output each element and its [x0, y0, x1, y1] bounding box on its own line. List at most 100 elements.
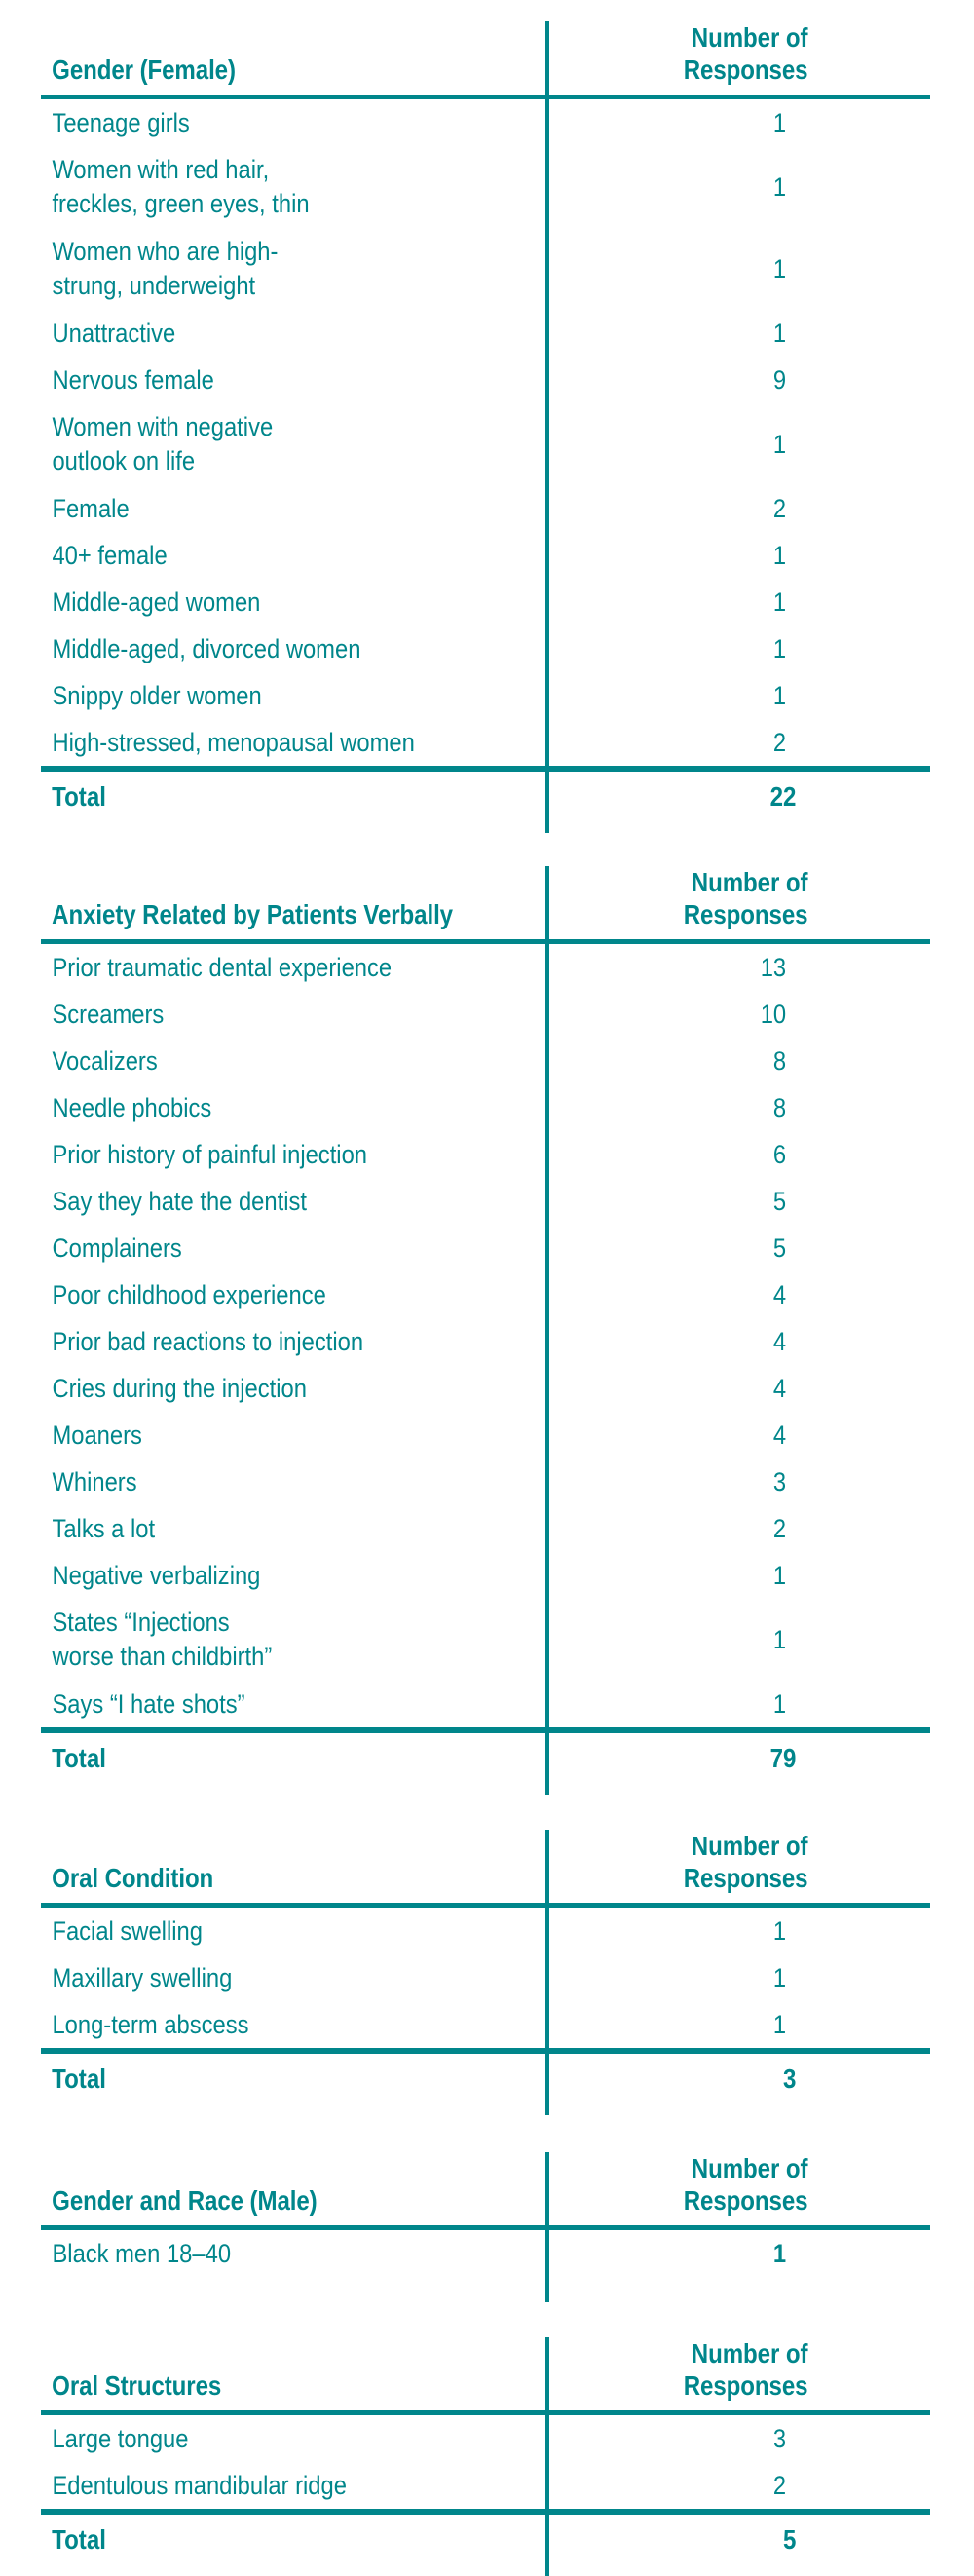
table-row: Says “I hate shots” 1 — [41, 1681, 930, 1727]
header-rule — [41, 2225, 930, 2230]
table-row: Nervous female 9 — [41, 357, 930, 403]
table-row: Moaners 4 — [41, 1412, 930, 1458]
document-page: Gender (Female) Number of Responses Teen… — [0, 21, 974, 2576]
row-value: 1 — [772, 172, 787, 202]
row-label: Female — [52, 494, 130, 523]
row-value: 2 — [772, 494, 787, 523]
column-header-category: Oral Condition — [52, 1863, 214, 1893]
row-value: 2 — [772, 1514, 787, 1543]
table-row: Screamers 10 — [41, 991, 930, 1038]
row-value: 5 — [772, 1187, 787, 1216]
table-total-row: Total 22 — [41, 772, 930, 833]
column-header-category: Gender (Female) — [52, 55, 236, 85]
column-divider — [545, 2337, 549, 2576]
total-rule — [41, 766, 930, 772]
column-header-category: Anxiety Related by Patients Verbally — [52, 899, 453, 929]
table-row: Long-term abscess 1 — [41, 2001, 930, 2048]
row-value: 1 — [772, 541, 787, 570]
column-header-responses: Number of Responses — [683, 867, 808, 929]
row-label: Negative verbalizing — [52, 1561, 261, 1590]
table-anxiety-related: Anxiety Related by Patients Verbally Num… — [41, 866, 930, 1795]
table-row: Whiners 3 — [41, 1458, 930, 1505]
table-bottom-spacer — [41, 2277, 930, 2302]
row-label: Large tongue — [52, 2424, 189, 2453]
table-row: Negative verbalizing 1 — [41, 1552, 930, 1599]
row-label: Prior traumatic dental experience — [52, 953, 393, 982]
total-value: 22 — [769, 781, 797, 812]
table-row: Poor childhood experience 4 — [41, 1271, 930, 1318]
table-header-row: Anxiety Related by Patients Verbally Num… — [41, 866, 930, 939]
total-value: 79 — [769, 1743, 797, 1773]
row-value: 1 — [772, 1689, 787, 1719]
table-header-row: Gender and Race (Male) Number of Respons… — [41, 2152, 930, 2225]
table-gender-and-race-male: Gender and Race (Male) Number of Respons… — [41, 2152, 930, 2302]
total-value: 5 — [783, 2524, 797, 2555]
column-header-responses: Number of Responses — [683, 1831, 808, 1893]
row-label: Women who are high- strung, underweight — [52, 237, 279, 300]
row-value: 1 — [772, 2010, 787, 2039]
table-header-row: Gender (Female) Number of Responses — [41, 21, 930, 95]
table-row: Needle phobics 8 — [41, 1084, 930, 1131]
row-label: High-stressed, menopausal women — [52, 728, 415, 757]
row-label: Middle-aged women — [52, 587, 261, 617]
column-header-category: Oral Structures — [52, 2370, 222, 2401]
table-total-row: Total 3 — [41, 2054, 930, 2115]
row-value: 6 — [772, 1140, 787, 1169]
table-row: Unattractive 1 — [41, 310, 930, 357]
table-row: Women who are high- strung, underweight … — [41, 228, 930, 310]
row-value: 1 — [772, 1625, 787, 1654]
table-row: Maxillary swelling 1 — [41, 1954, 930, 2001]
row-label: Say they hate the dentist — [52, 1187, 307, 1216]
row-label: Screamers — [52, 1000, 165, 1029]
row-label: Prior history of painful injection — [52, 1140, 368, 1169]
row-value: 9 — [772, 365, 787, 395]
column-divider — [545, 1830, 549, 2115]
row-value: 1 — [772, 1963, 787, 1992]
total-label: Total — [52, 2524, 106, 2555]
row-value: 3 — [772, 2424, 787, 2453]
row-value: 4 — [772, 1280, 787, 1309]
row-value: 8 — [772, 1093, 787, 1122]
table-row: Snippy older women 1 — [41, 672, 930, 719]
row-label: Cries during the injection — [52, 1374, 307, 1403]
table-row: Prior history of painful injection 6 — [41, 1131, 930, 1178]
total-rule — [41, 2048, 930, 2054]
total-value: 3 — [783, 2064, 797, 2094]
table-row: Cries during the injection 4 — [41, 1365, 930, 1412]
table-total-row: Total 79 — [41, 1733, 930, 1795]
table-row: Talks a lot 2 — [41, 1505, 930, 1552]
table-row: Black men 18–40 1 — [41, 2230, 930, 2277]
row-value: 13 — [760, 953, 787, 982]
row-label: Women with red hair, freckles, green eye… — [52, 155, 310, 218]
row-value: 4 — [772, 1421, 787, 1450]
row-value: 1 — [772, 254, 787, 284]
table-row: Say they hate the dentist 5 — [41, 1178, 930, 1225]
row-value: 1 — [772, 1561, 787, 1590]
row-value: 1 — [772, 587, 787, 617]
table-row: 40+ female 1 — [41, 532, 930, 579]
row-label: Maxillary swelling — [52, 1963, 233, 1992]
row-label: Women with negative outlook on life — [52, 412, 274, 475]
header-rule — [41, 2410, 930, 2415]
header-rule — [41, 1903, 930, 1908]
table-row: Facial swelling 1 — [41, 1908, 930, 1954]
row-label: Unattractive — [52, 319, 176, 348]
row-value: 1 — [772, 2239, 787, 2268]
row-value: 2 — [772, 2471, 787, 2500]
table-gender-female: Gender (Female) Number of Responses Teen… — [41, 21, 930, 833]
table-row: Edentulous mandibular ridge 2 — [41, 2462, 930, 2509]
row-label: Needle phobics — [52, 1093, 212, 1122]
table-row: Complainers 5 — [41, 1225, 930, 1271]
row-value: 2 — [772, 728, 787, 757]
table-row: Women with red hair, freckles, green eye… — [41, 146, 930, 228]
total-label: Total — [52, 2064, 106, 2094]
row-label: Prior bad reactions to injection — [52, 1327, 364, 1356]
row-value: 8 — [772, 1046, 787, 1076]
column-divider — [545, 866, 549, 1795]
total-label: Total — [52, 781, 106, 812]
column-header-responses: Number of Responses — [683, 22, 808, 85]
row-label: Says “I hate shots” — [52, 1689, 245, 1719]
row-label: Facial swelling — [52, 1916, 203, 1946]
total-rule — [41, 1727, 930, 1733]
table-row: High-stressed, menopausal women 2 — [41, 719, 930, 766]
